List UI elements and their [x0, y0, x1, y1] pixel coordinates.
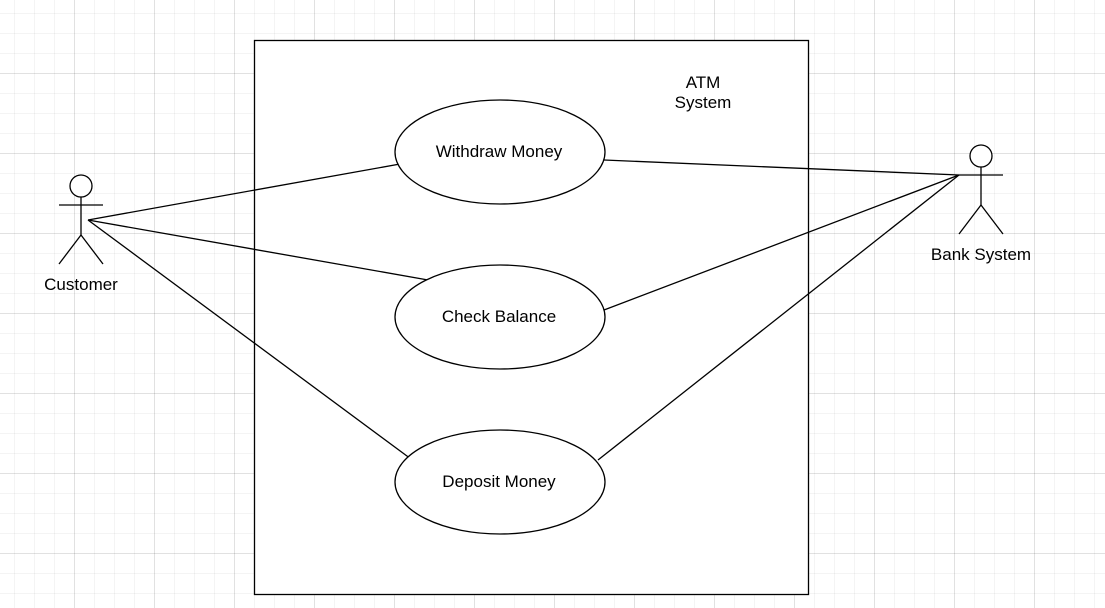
actor-bank-system[interactable]: Bank System — [931, 144, 1031, 264]
system-title-line1: ATM — [686, 73, 721, 92]
use-case-label: Deposit Money — [442, 472, 556, 491]
association-bank-deposit[interactable] — [597, 174, 960, 461]
use-case-ellipse — [394, 99, 606, 205]
actor-customer[interactable]: Customer — [44, 174, 118, 294]
association-customer-deposit[interactable] — [87, 219, 412, 460]
use-case-ellipse — [394, 429, 606, 535]
use-case-label: Check Balance — [442, 307, 556, 326]
system-title-line2: System — [675, 93, 732, 112]
use-case-ellipse — [394, 264, 606, 370]
stick-figure-icon — [958, 144, 1004, 235]
actor-label: Bank System — [931, 245, 1031, 264]
use-case-deposit-money[interactable]: Deposit Money — [394, 429, 606, 535]
association-bank-balance[interactable] — [603, 174, 960, 311]
association-customer-balance[interactable] — [87, 219, 429, 281]
association-customer-withdraw[interactable] — [87, 163, 401, 221]
actor-label: Customer — [44, 275, 118, 294]
use-case-check-balance[interactable]: Check Balance — [394, 264, 606, 370]
use-case-withdraw-money[interactable]: Withdraw Money — [394, 99, 606, 205]
association-bank-withdraw[interactable] — [603, 159, 960, 176]
stick-figure-icon — [58, 174, 104, 265]
use-case-label: Withdraw Money — [436, 142, 563, 161]
